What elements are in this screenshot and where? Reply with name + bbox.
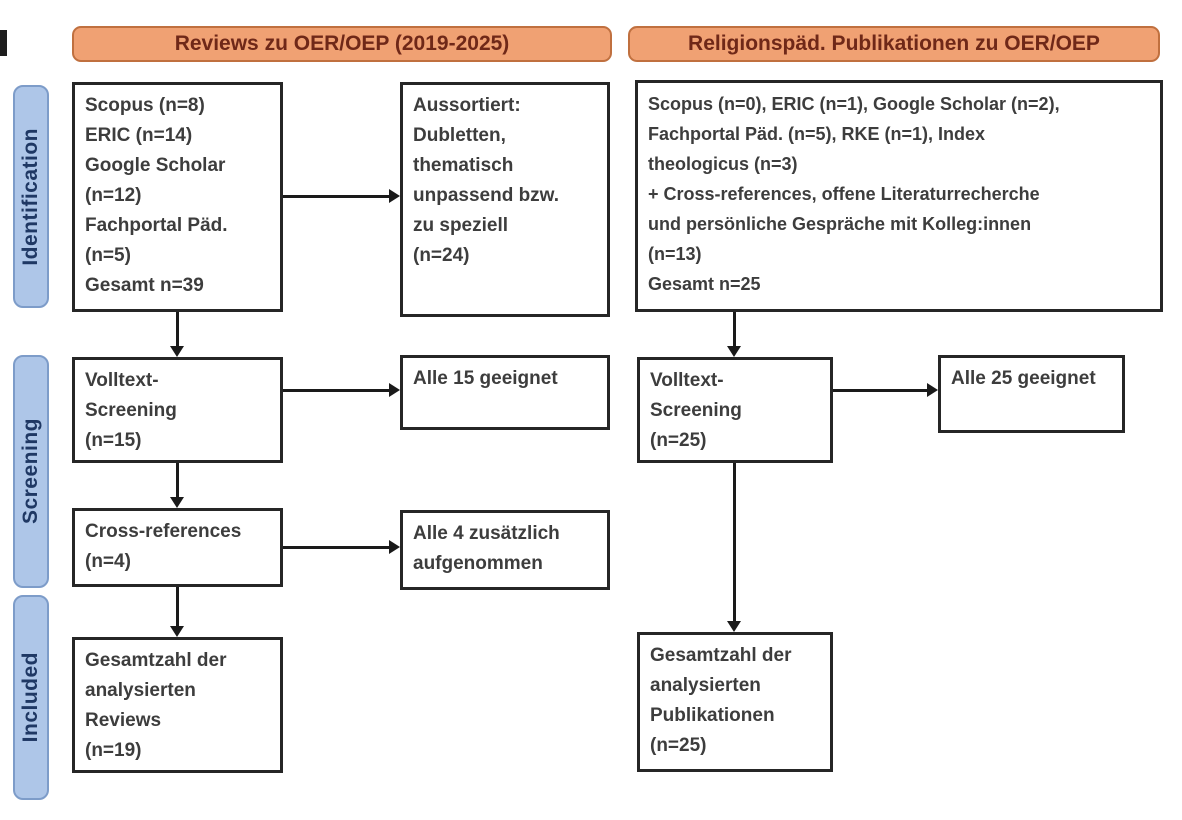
box-right-included-total: Gesamtzahl der analysierten Publikatione… [637,632,833,772]
scan-edge-artifact [0,30,7,56]
box-left-excluded: Aussortiert: Dubletten, thematisch unpas… [400,82,610,317]
box-right-fulltext-result: Alle 25 geeignet [938,355,1125,433]
box-left-sources: Scopus (n=8) ERIC (n=14) Google Scholar … [72,82,283,312]
stage-label-screening: Screening [13,355,49,588]
arrow-right-sources-to-fulltext [727,312,741,357]
arrow-left-sources-to-fulltext [170,312,184,357]
stage-label-identification-text: Identification [19,127,42,266]
box-right-sources: Scopus (n=0), ERIC (n=1), Google Scholar… [635,80,1163,312]
box-left-fulltext-screening: Volltext- Screening (n=15) [72,357,283,463]
arrow-left-fulltext-to-crossref [170,463,184,508]
arrow-left-sources-to-excluded [283,189,400,203]
box-left-included-total: Gesamtzahl der analysierten Reviews (n=1… [72,637,283,773]
stage-label-included-text: Included [19,652,42,743]
box-left-cross-references-result: Alle 4 zusätzlich aufgenommen [400,510,610,590]
arrow-left-crossref-to-result [283,540,400,554]
box-left-cross-references: Cross-references (n=4) [72,508,283,587]
column-header-religionspaed: Religionspäd. Publikationen zu OER/OEP [628,26,1160,62]
stage-label-screening-text: Screening [19,418,42,525]
stage-label-included: Included [13,595,49,800]
box-right-fulltext-screening: Volltext- Screening (n=25) [637,357,833,463]
arrow-right-fulltext-to-result [833,383,938,397]
column-header-reviews: Reviews zu OER/OEP (2019-2025) [72,26,612,62]
arrow-right-fulltext-to-included [727,463,741,632]
arrow-left-crossref-to-included [170,587,184,637]
box-left-fulltext-result: Alle 15 geeignet [400,355,610,430]
arrow-left-fulltext-to-result [283,383,400,397]
stage-label-identification: Identification [13,85,49,308]
